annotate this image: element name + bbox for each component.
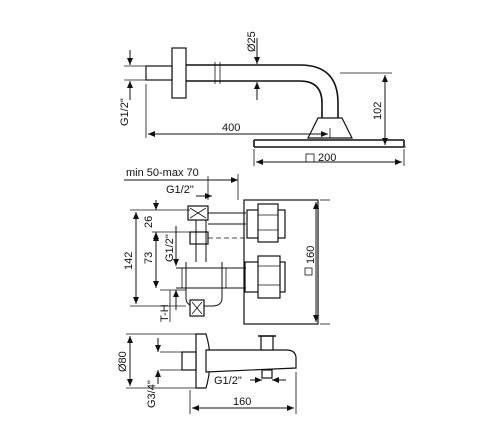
inlet-fitting-mid <box>189 231 209 245</box>
head-width-200-label: 200 <box>318 152 336 164</box>
mixer-dim-160-label: 160 <box>305 246 317 264</box>
arm-bend-outer <box>299 64 339 118</box>
spout-body <box>205 349 297 373</box>
arm-thread-stub <box>145 65 173 81</box>
diverter-handle <box>257 203 279 243</box>
mixer-top-thread-label: G1/2" <box>166 184 194 196</box>
spout-outlet <box>261 369 273 379</box>
spout-thread-stub <box>181 351 197 371</box>
spout-diverter-knob <box>260 335 274 351</box>
spout-dia-80-label: Ø80 <box>117 351 129 372</box>
arm-wall-flange <box>171 47 187 99</box>
mixer-dim-142-label: 142 <box>123 252 135 270</box>
mixer-side-thread-label: G1/2" <box>164 234 176 262</box>
arm-dia-25-label: Ø25 <box>246 31 258 52</box>
thermostat-handle <box>257 255 281 299</box>
arm-length-400-label: 400 <box>222 122 240 134</box>
shower-arm-view: Ø25 G1/2" 400 102 200 <box>119 31 406 166</box>
spout-thread-g12-label: G1/2" <box>214 375 242 387</box>
arm-bend-inner <box>299 80 323 118</box>
mixer-lower-loop <box>185 262 223 307</box>
mixer-body-view: min 50-max 70 G1/2" <box>123 167 330 325</box>
arm-thread-label: G1/2" <box>119 98 131 126</box>
mixer-dim-26-label: 26 <box>143 216 155 228</box>
mixer-min-max-label: min 50-max 70 <box>126 167 199 179</box>
mixer-dim-73-label: 73 <box>143 252 155 264</box>
square-symbol-icon <box>304 267 313 276</box>
spout-thread-g34-label: G3/4" <box>146 380 158 408</box>
mixer-crossbody <box>181 267 227 289</box>
spout-length-160-label: 160 <box>233 396 251 408</box>
mixer-t-h-label: T-H <box>159 304 171 322</box>
arm-height-102-label: 102 <box>372 102 384 120</box>
square-symbol-icon <box>305 153 315 163</box>
spout-view: Ø80 G3/4" G1/2" 160 <box>117 333 297 414</box>
